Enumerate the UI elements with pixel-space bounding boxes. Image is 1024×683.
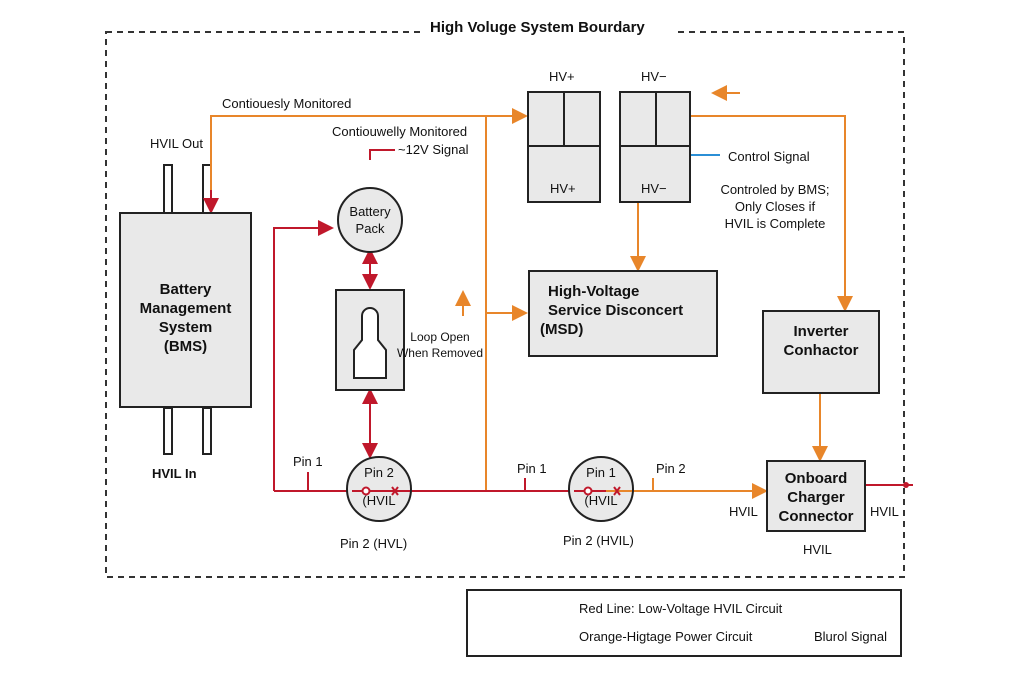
connector-right-line-2: (HVIL [584,493,618,508]
inverter-line-1: Inverter [793,323,849,340]
pin2-hvl-label: Pin 2 (HVL) [340,536,408,551]
diagram-title: High Voluge System Bourdary [430,19,645,36]
msd-line-3: (MSD) [540,321,584,338]
msd-box: High-Voltage Service Disconcert (MSD) [528,270,718,357]
hv-plus-bottom-label: HV+ [550,181,576,196]
msd-plug [335,289,405,391]
legend-box [466,589,902,657]
bms-line-1: Battery [159,281,212,298]
controlled-line-1: Controled by BMS; [720,182,830,197]
pin1-left-label: Pin 1 [293,454,323,469]
hv-plus-top-label: HV+ [549,69,575,84]
bms-line-4: (BMS) [163,338,208,355]
hvil-below-charger-label: HVIL [803,542,832,557]
loop-open-note: Loop Open When Removed [388,329,492,361]
hvil-in-pin-left [163,407,173,455]
battery-pack-circle [337,187,403,253]
connector-right-label: Pin 1 (HVIL [571,465,631,509]
legend-orange-label: Orange-Higtage Power Circuit [579,629,753,644]
legend-blue-label: Blurol Signal [814,629,887,644]
msd-line-1: High-Voltage [548,283,640,300]
bms-box: Battery Management System (BMS) [119,212,252,408]
hvil-out-pin-left [163,164,173,214]
hvil-in-pin-right [202,407,212,455]
hvil-left-charger-label: HVIL [729,504,758,519]
charger-line-3: Connector [778,508,854,525]
hv-plus-relay [527,91,601,203]
battery-pack-line-1: Battery [349,204,391,219]
battery-pack-label: Battery Pack [340,203,400,237]
hvil-in-label: HVIL In [152,466,197,481]
battery-pack-line-2: Pack [355,221,385,236]
bms-line-3: System [158,319,213,336]
pin1-mid-label: Pin 1 [517,461,547,476]
connector-left-label: Pin 2 (HVIL [349,465,409,509]
inverter-contactor-box: Inverter Conhactor [762,310,880,394]
loop-open-line-1: Loop Open [410,330,470,344]
hv-minus-bottom-label: HV− [641,181,667,196]
hvil-out-pin-right [202,164,212,214]
legend-red-label: Red Line: Low-Voltage HVIL Circuit [579,601,783,616]
bms-line-2: Management [139,300,232,317]
hvil-connector-right [568,456,634,522]
hv-minus-relay [619,91,691,203]
signal-12v-label: ~12V Signal [398,142,469,157]
connector-right-line-1: Pin 1 [586,465,616,480]
hv-power-wires [210,85,853,499]
hvil-out-label: HVIL Out [150,136,203,151]
continuous-monitored-top: Contiouesly Monitored [222,96,352,111]
hv-minus-top-label: HV− [641,69,667,84]
connector-left-line-1: Pin 2 [364,465,394,480]
pin2-hvil-label: Pin 2 (HVIL) [563,533,634,548]
onboard-charger-box: Onboard Charger Connector [766,460,866,532]
controlled-line-2: Only Closes if [734,199,816,214]
msd-line-2: Service Disconcert [548,302,684,319]
controlled-line-3: HVIL is Complete [724,216,826,231]
hvil-connector-left [346,456,412,522]
loop-open-line-2: When Removed [396,346,484,360]
control-signal-label: Control Signal [728,149,810,164]
charger-line-1: Onboard [784,470,848,487]
pin2-right-label: Pin 2 [656,461,686,476]
connector-left-line-2: (HVIL [362,493,396,508]
inverter-line-2: Conhactor [783,342,859,359]
continuous-monitored-mid: Contiouwelly Monitored [332,124,468,139]
hvil-wires [203,149,913,492]
hvil-right-charger-label: HVIL [870,504,899,519]
controlled-by-bms-note: Controled by BMS; Only Closes if HVIL is… [700,181,850,232]
charger-line-2: Charger [787,489,845,506]
